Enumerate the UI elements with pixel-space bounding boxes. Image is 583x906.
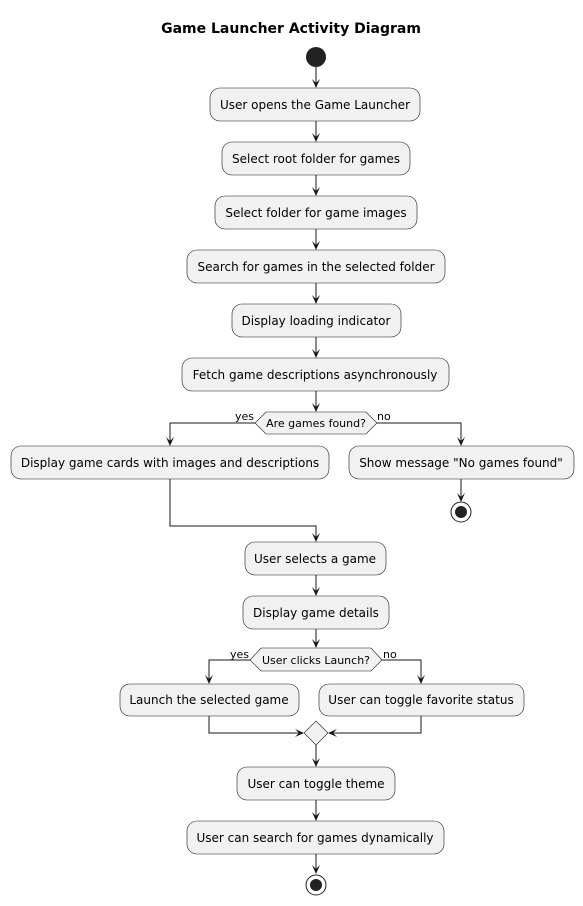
decision-games-found: Are games found? [254,411,378,435]
action-details: Display game details [242,595,390,630]
arrowhead [312,865,320,874]
edge-found-no [377,422,462,441]
svg-text:Launch the selected game: Launch the selected game [129,693,288,707]
edge-launch-yes [208,659,250,679]
action-fetch: Fetch game descriptions asynchronously [181,357,450,392]
edge-cards-select [169,479,317,537]
action-launch: Launch the selected game [119,683,300,717]
arrowhead [312,241,320,250]
svg-text:Are games found?: Are games found? [266,417,366,430]
arrowhead [312,812,320,821]
action-theme: User can toggle theme [236,766,396,801]
arrowhead [295,729,304,737]
action-favorite: User can toggle favorite status [318,683,525,717]
arrowhead [312,187,320,196]
svg-text:Display game cards with images: Display game cards with images and descr… [21,456,319,470]
svg-text:User selects a game: User selects a game [254,552,376,566]
svg-text:User can toggle favorite statu: User can toggle favorite status [328,693,513,707]
diagram-title: Game Launcher Activity Diagram [161,21,421,37]
svg-text:Fetch game descriptions asynch: Fetch game descriptions asynchronously [193,368,438,382]
arrowhead [312,403,320,412]
arrowhead [312,587,320,596]
arrowhead [205,675,213,684]
svg-text:Display loading indicator: Display loading indicator [242,314,391,328]
branch-launch-no: no [383,648,397,661]
svg-text:Display game details: Display game details [253,606,379,620]
arrowhead [457,493,465,502]
action-dynsearch: User can search for games dynamically [186,820,445,855]
arrowhead [166,437,174,446]
svg-text:User opens the Game Launcher: User opens the Game Launcher [220,98,410,112]
action-root: Select root folder for games [221,141,411,176]
arrowhead [328,729,337,737]
edge-found-yes [169,422,255,441]
end-node-no-games [450,501,472,523]
svg-text:Select folder for game images: Select folder for game images [225,206,406,220]
branch-found-yes: yes [235,410,254,423]
action-loading: Display loading indicator [231,303,402,338]
arrowhead [312,758,320,767]
branch-launch-yes: yes [230,648,249,661]
arrowhead [312,295,320,304]
edge-favorite-merge [333,716,422,734]
arrowhead [312,349,320,358]
action-search: Search for games in the selected folder [186,249,446,284]
edge-launch-no [380,659,422,679]
arrowhead [312,533,320,542]
action-select: User selects a game [244,541,387,576]
svg-text:User can toggle theme: User can toggle theme [247,777,384,791]
svg-text:Search for games in the select: Search for games in the selected folder [197,260,434,274]
branch-found-no: no [377,410,391,423]
arrowhead [417,675,425,684]
merge-node [303,720,329,746]
action-images: Select folder for game images [214,195,418,230]
svg-text:Show message "No games found": Show message "No games found" [359,456,563,470]
svg-text:User clicks Launch?: User clicks Launch? [262,654,370,667]
decision-clicks-launch: User clicks Launch? [249,647,383,672]
arrowhead [312,133,320,142]
action-open: User opens the Game Launcher [209,87,421,122]
start-node [306,47,326,67]
action-cards: Display game cards with images and descr… [10,445,330,480]
svg-text:Select root folder for games: Select root folder for games [232,152,400,166]
action-nogames: Show message "No games found" [348,445,575,480]
arrowhead [312,79,320,88]
edges [166,67,465,874]
svg-text:User can search for games dyna: User can search for games dynamically [196,831,433,845]
arrowhead [457,437,465,446]
edge-launch-merge [208,716,299,734]
arrowhead [312,639,320,648]
end-node-final [305,874,327,896]
